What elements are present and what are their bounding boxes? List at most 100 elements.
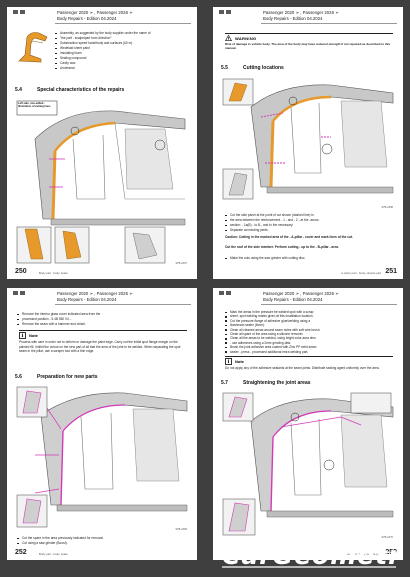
header-subtitle: Body Repairs - Edition 04.2024 <box>263 297 323 302</box>
list-item: Wedelaid sheet paint <box>55 46 191 51</box>
footer-text: Body part - body, spare <box>39 552 68 556</box>
list-item: sealer - press - processed additional ex… <box>225 350 397 354</box>
final-steps-list: Make the cuts using the saw grinder with… <box>225 256 397 261</box>
page-number: 252 <box>15 549 27 556</box>
list-item: Cut the pressure flange of adhesive glue… <box>225 319 397 323</box>
list-item: Mark the areas in the pressure be welded… <box>225 310 397 314</box>
section-number: 5.4 <box>15 87 22 93</box>
note-box: i Note Process with care in order not to… <box>19 330 187 354</box>
list-item: Clean all spare of the area using a sili… <box>225 332 397 336</box>
section-number: 5.7 <box>221 380 228 386</box>
straightening-figure: S7B-2470 <box>221 391 395 539</box>
footer-text: Body part - body, spare <box>39 271 68 275</box>
list-item: "the part - scalpelpart form direction" <box>55 36 191 41</box>
header-subtitle: Body Repairs - Edition 04.2024 <box>57 297 117 302</box>
brand-logo-icon <box>13 291 27 300</box>
list-item: Clean all cleaned areas around seam hole… <box>225 328 397 332</box>
info-icon: i <box>19 332 26 339</box>
page-footer: a vision part - body, sample part 251 <box>213 267 403 279</box>
car-body-drawing <box>15 99 189 265</box>
cargeometry-logo-mark: CarGeometry <box>222 542 400 570</box>
header-rule <box>261 304 397 305</box>
figure-code: S7B-2468 <box>381 206 393 209</box>
header-subtitle: Body Repairs - Edition 04.2024 <box>263 16 323 21</box>
header-title: Passenger 2020 ➢ , Passenger 2026 ➢ <box>263 10 339 15</box>
section-number: 5.6 <box>15 374 22 380</box>
list-item: section: - 1a(B) - to B-, and to the nec… <box>225 223 397 228</box>
section-title: Preparation for new parts <box>37 374 98 380</box>
page-header: Passenger 2020 ➢ , Passenger 2026 ➢ Body… <box>213 288 403 308</box>
cutting-locations-figure: S7B-2468 <box>221 77 395 209</box>
section-title: Cutting locations <box>243 65 284 71</box>
cutting-steps-list: Cut the side panel at the point of cut s… <box>225 213 397 233</box>
cargeometry-logo: CarGeometry <box>220 542 400 570</box>
list-item: Underseal <box>55 66 191 71</box>
warning-box: WARNING Risk of damage to vehicle body. … <box>225 33 393 50</box>
materials-list: Assembly, as suggested by the body suppl… <box>55 31 191 71</box>
warning-triangle-icon <box>225 35 232 41</box>
list-item: sheet, spot welding marks given at this … <box>225 314 397 318</box>
instruction-bold: Caution: Cutting in the marked area of t… <box>225 235 353 239</box>
section-title: Special characteristics of the repairs <box>37 87 125 93</box>
note-text: Process with care in order not to deform… <box>19 340 181 353</box>
section-heading: 5.5 Cutting locations <box>221 65 284 71</box>
list-item: Remove the interior glass cover indicate… <box>17 312 191 317</box>
warning-text: Risk of damage to vehicle body. The area… <box>225 42 391 50</box>
figure-callout: Left side, non-edited - illustration of … <box>18 102 51 109</box>
section-heading: 5.4 Special characteristics of the repair… <box>15 87 124 93</box>
instruction-bold-2: Cut the roof of the side member. Perform… <box>225 245 339 249</box>
new-parts-figure: S7B-2469 <box>15 385 189 531</box>
brand-name: CarGeometry <box>222 542 400 570</box>
header-subtitle: Body Repairs - Edition 04.2024 <box>57 16 117 21</box>
page-header: Passenger 2020 ➢ , Passenger 2026 ➢ Body… <box>213 7 403 27</box>
footer-text: a vision part - body, sample part <box>341 271 381 275</box>
brand-logo-icon <box>219 291 233 300</box>
warning-label: WARNING <box>235 35 257 41</box>
list-item: Cut the side panel at the point of cut s… <box>225 213 397 218</box>
list-item: Make the cuts using the saw grinder with… <box>225 256 397 261</box>
car-body-drawing <box>222 78 394 200</box>
pillar-part-drawing <box>18 32 48 63</box>
section-number: 5.5 <box>221 65 228 71</box>
list-item: Brush the joint adhesive area coated wit… <box>225 345 397 349</box>
note-label: Note <box>235 359 244 364</box>
footer-text: a vision part - body, sample part <box>341 552 381 556</box>
car-body-drawing <box>222 392 394 536</box>
list-item: Remove the seam with a hammer and chisel… <box>17 322 191 327</box>
cut-lines-figure: Left side, non-edited - illustration of … <box>15 99 189 265</box>
header-rule <box>55 23 191 24</box>
list-item: the area between the reinforcement - 1 -… <box>225 218 397 223</box>
manual-page-251: Passenger 2020 ➢ , Passenger 2026 ➢ Body… <box>213 7 403 279</box>
preparation-steps-list: Cut the spare in the area previously ind… <box>17 536 191 546</box>
list-item: Clean all the areas to be welded, using … <box>225 336 397 340</box>
list-item: Insulating foam <box>55 51 191 56</box>
list-item: Cut using a saw grinder (Boost). <box>17 541 191 546</box>
list-item: Separate connecting joints. <box>225 228 397 233</box>
list-item: processed position - 5.4B 550 04 -. <box>17 317 191 322</box>
page-header: Passenger 2020 ➢ , Passenger 2026 ➢ Body… <box>7 7 197 27</box>
page-header: Passenger 2020 ➢ , Passenger 2026 ➢ Body… <box>7 288 197 308</box>
note-label: Note <box>29 333 38 338</box>
note-box: i Note Do not apply any of the adhesive … <box>225 356 393 371</box>
page-footer: 250 Body part - body, spare <box>7 267 197 279</box>
page-number: 250 <box>15 268 27 275</box>
page-footer: a vision part - body, sample part 253 <box>213 548 403 560</box>
figure-code: S7B-2470 <box>381 536 393 539</box>
list-item: Assembly, as suggested by the body suppl… <box>55 31 191 36</box>
page-number: 251 <box>385 268 397 275</box>
section-title: Straightening the joint areas <box>243 380 311 386</box>
header-rule <box>55 304 191 305</box>
list-item: flow/seam sealer (6mm). <box>225 323 397 327</box>
brand-logo-icon <box>219 10 233 19</box>
list-item: - use adhesives using a 2mm grinding dis… <box>225 341 397 345</box>
header-title: Passenger 2020 ➢ , Passenger 2026 ➢ <box>57 291 133 296</box>
note-text: Do not apply any of the adhesive sealant… <box>225 366 380 370</box>
welding-prep-list: Mark the areas in the pressure be welded… <box>225 310 397 354</box>
list-item: Cut the spare in the area previously ind… <box>17 536 191 541</box>
header-title: Passenger 2020 ➢ , Passenger 2026 ➢ <box>57 10 133 15</box>
section-heading: 5.7 Straightening the joint areas <box>221 380 311 386</box>
manual-page-253: Passenger 2020 ➢ , Passenger 2026 ➢ Body… <box>213 288 403 560</box>
page-number: 253 <box>385 549 397 556</box>
small-pillar-figure <box>17 29 51 63</box>
manual-page-250: Passenger 2020 ➢ , Passenger 2026 ➢ Body… <box>7 7 197 279</box>
